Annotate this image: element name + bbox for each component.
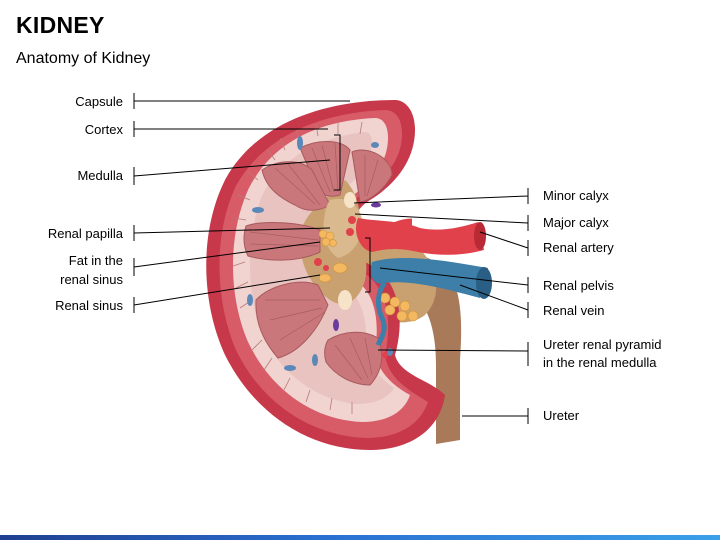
leader-capsule bbox=[133, 93, 350, 109]
pyramids-group bbox=[243, 141, 393, 386]
label-minor-calyx: Minor calyx bbox=[543, 188, 609, 203]
label-renal-papilla: Renal papilla bbox=[47, 226, 123, 241]
label-fat-line1: Fat in the bbox=[68, 253, 123, 268]
label-renal-artery: Renal artery bbox=[543, 240, 614, 255]
leader-renal-vein bbox=[459, 284, 529, 318]
leader-cortex bbox=[133, 121, 328, 137]
pyramid-top-2 bbox=[351, 149, 393, 203]
label-fat-line2: renal sinus bbox=[60, 272, 123, 287]
label-medulla: Medulla bbox=[77, 168, 123, 183]
leader-renal-pelvis bbox=[379, 267, 529, 293]
footer-accent-bar bbox=[0, 535, 720, 540]
pyramid-stripes bbox=[249, 142, 379, 381]
papilla-blob bbox=[338, 290, 352, 310]
pyramid-bottom bbox=[324, 331, 383, 386]
renal-artery-opening bbox=[474, 222, 486, 250]
leader-renal-sinus bbox=[133, 274, 321, 313]
label-renal-vein: Renal vein bbox=[543, 303, 605, 318]
leader-ureter-pyramid bbox=[377, 342, 529, 366]
leader-renal-artery bbox=[479, 231, 529, 256]
leader-fat bbox=[133, 241, 321, 276]
leader-minor-calyx bbox=[353, 188, 529, 204]
leader-ureter bbox=[462, 408, 529, 424]
vein-branch bbox=[375, 281, 387, 347]
artery-branch bbox=[368, 218, 413, 244]
leader-medulla bbox=[133, 159, 331, 185]
label-renal-pelvis: Renal pelvis bbox=[543, 278, 614, 293]
minor-calyx-blob bbox=[344, 192, 356, 208]
label-capsule: Capsule bbox=[75, 94, 123, 109]
leader-medulla-bracket bbox=[334, 134, 341, 191]
page-title: KIDNEY bbox=[16, 12, 105, 38]
ureter-tube bbox=[397, 253, 462, 444]
renal-vein-opening bbox=[476, 267, 492, 299]
leader-lines bbox=[133, 93, 529, 424]
cortex-ticks bbox=[232, 121, 363, 414]
leader-pelvis-bracket bbox=[365, 237, 371, 293]
leader-renal-papilla bbox=[133, 225, 331, 241]
label-ureter-pyramid-line2: in the renal medulla bbox=[543, 355, 657, 370]
label-major-calyx: Major calyx bbox=[543, 215, 609, 230]
page-subtitle: Anatomy of Kidney bbox=[16, 50, 151, 67]
label-renal-sinus: Renal sinus bbox=[55, 298, 123, 313]
label-ureter: Ureter bbox=[543, 408, 580, 423]
pyramid-upper-left bbox=[261, 161, 331, 211]
pyramid-left bbox=[243, 222, 321, 261]
leader-major-calyx bbox=[354, 213, 529, 231]
label-cortex: Cortex bbox=[84, 122, 123, 137]
renal-vein bbox=[370, 258, 488, 298]
pyramid-lower-left bbox=[255, 281, 329, 359]
label-ureter-pyramid-line1: Ureter renal pyramid bbox=[543, 337, 662, 352]
